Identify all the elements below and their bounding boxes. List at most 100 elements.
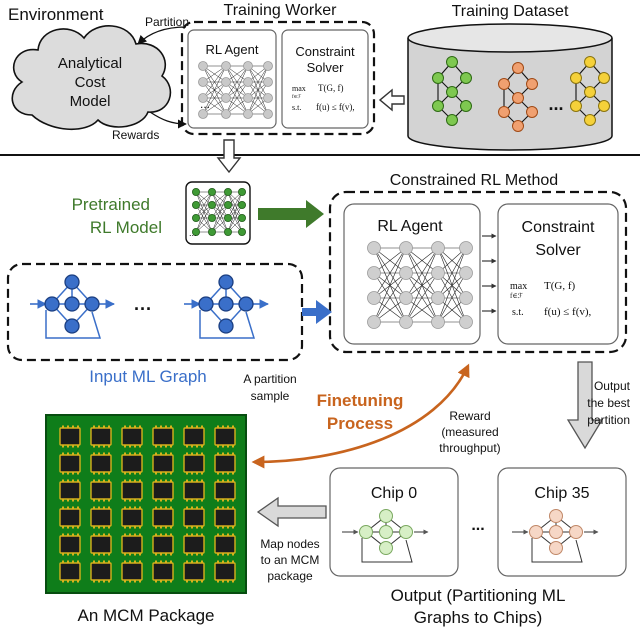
mcm-pin xyxy=(129,526,131,529)
mcm-pin xyxy=(196,499,198,502)
mcm-pin xyxy=(108,452,110,455)
dataset-graphs xyxy=(432,56,610,132)
mcm-pin xyxy=(191,425,193,428)
mcm-pin xyxy=(124,472,126,475)
cost-model-line-2: Cost xyxy=(75,74,107,91)
network-edge xyxy=(202,81,227,115)
mcm-pin xyxy=(196,452,198,455)
mcm-pin xyxy=(98,506,100,509)
dag-node xyxy=(598,100,610,112)
network-node xyxy=(198,93,208,103)
chip35-label: Chip 35 xyxy=(534,485,589,502)
dag-node xyxy=(598,72,610,84)
mcm-pin xyxy=(222,506,224,509)
mcm-pin xyxy=(222,560,224,563)
mcm-pin xyxy=(108,526,110,529)
pretrained-ellipsis: ... xyxy=(189,228,197,238)
mcm-pin xyxy=(134,560,136,563)
dag-node xyxy=(526,78,538,90)
mcm-pin xyxy=(93,499,95,502)
mcm-pin xyxy=(186,499,188,502)
mcm-pin xyxy=(98,553,100,556)
mcm-pin xyxy=(108,499,110,502)
top-ellipsis: ... xyxy=(200,97,210,111)
cost-model-cloud: Analytical Cost Model xyxy=(11,25,172,131)
mcm-pin xyxy=(191,479,193,482)
network-node xyxy=(191,227,200,236)
agent-to-solver-arrows xyxy=(482,233,497,314)
mcm-pin xyxy=(139,472,141,475)
mcm-pin xyxy=(170,506,172,509)
network-node xyxy=(459,315,473,329)
network-node xyxy=(198,109,208,119)
mcm-pin xyxy=(222,499,224,502)
mcm-pin xyxy=(155,526,157,529)
mcm-pin xyxy=(232,580,234,583)
mcm-pin xyxy=(72,560,74,563)
mcm-pin xyxy=(67,472,69,475)
pretrained-to-method-arrow xyxy=(258,200,324,228)
mcm-pin xyxy=(103,425,105,428)
top-formula-st: s.t. xyxy=(292,103,301,112)
mcm-pin xyxy=(62,533,64,536)
mcm-pin xyxy=(108,580,110,583)
dag-node xyxy=(584,56,596,68)
mcm-chiplet xyxy=(90,535,112,554)
mcm-pin xyxy=(160,445,162,448)
mcm-pin xyxy=(139,580,141,583)
mcm-chiplet xyxy=(121,535,143,554)
mcm-pin xyxy=(160,506,162,509)
mcm-chiplet xyxy=(121,562,143,581)
mid-rl-agent-label: RL Agent xyxy=(377,218,443,235)
mcm-pin xyxy=(227,452,229,455)
mcm-chiplet xyxy=(90,562,112,581)
mcm-pin xyxy=(67,452,69,455)
mcm-chiplet xyxy=(183,508,205,527)
mcm-pin xyxy=(67,526,69,529)
mcm-pin xyxy=(201,533,203,536)
mcm-pin xyxy=(103,560,105,563)
chip-loop xyxy=(531,538,583,563)
mcm-pin xyxy=(201,506,203,509)
chip-node xyxy=(549,525,563,539)
mcm-pin xyxy=(72,452,74,455)
mcm-pin xyxy=(160,425,162,428)
mcm-chiplet xyxy=(121,508,143,527)
network-edge xyxy=(405,247,439,299)
mcm-pin xyxy=(201,479,203,482)
chip-loop xyxy=(361,538,413,563)
dag-node xyxy=(432,72,444,84)
mid-formula-obj: T(G, f) xyxy=(544,280,575,292)
network-node xyxy=(243,61,253,71)
mcm-pin xyxy=(124,425,126,428)
mcm-pin xyxy=(165,445,167,448)
mcm-pin xyxy=(186,425,188,428)
mcm-pin xyxy=(165,472,167,475)
network-node xyxy=(207,213,216,222)
network-node xyxy=(221,93,231,103)
network-edge xyxy=(202,65,227,115)
reward-line-1: Reward xyxy=(449,409,490,423)
mcm-pin xyxy=(165,499,167,502)
mcm-pin xyxy=(139,560,141,563)
mcm-pin xyxy=(124,526,126,529)
mcm-pin xyxy=(72,526,74,529)
mcm-pin xyxy=(222,553,224,556)
mcm-pin xyxy=(62,506,64,509)
network-node xyxy=(191,200,200,209)
mcm-pin xyxy=(196,526,198,529)
mcm-pin xyxy=(129,425,131,428)
mcm-pin xyxy=(217,533,219,536)
network-node xyxy=(399,241,413,255)
network-node xyxy=(459,241,473,255)
mcm-chiplet xyxy=(90,427,112,446)
mcm-pin xyxy=(155,479,157,482)
mcm-pin xyxy=(191,560,193,563)
chip-node xyxy=(379,509,393,523)
mcm-pin xyxy=(232,425,234,428)
mcm-pin xyxy=(196,445,198,448)
network-node xyxy=(431,266,445,280)
mcm-pin xyxy=(108,472,110,475)
mcm-pin xyxy=(139,479,141,482)
